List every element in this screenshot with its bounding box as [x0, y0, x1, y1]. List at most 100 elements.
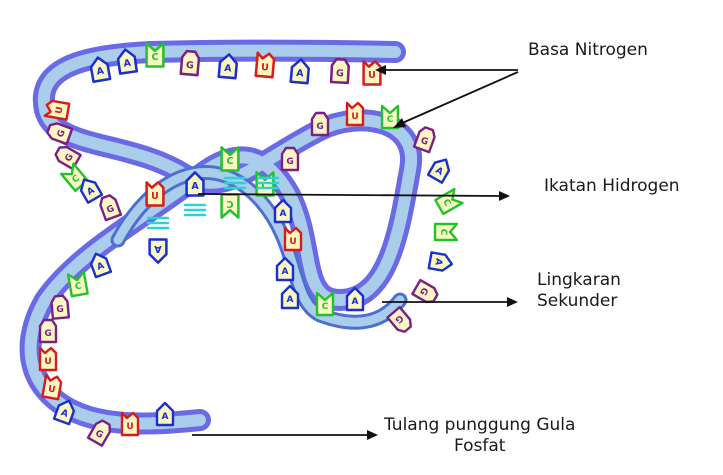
base-letter: A [96, 261, 106, 273]
base-letter: G [336, 68, 345, 79]
base-letter: U [47, 384, 56, 395]
arrow-basa-1-head [375, 65, 386, 75]
base-letter: G [56, 305, 64, 316]
base-g: G [310, 111, 330, 137]
base-a: A [148, 238, 168, 264]
base-c: C [434, 187, 464, 216]
base-c: C [315, 291, 335, 317]
base-u: U [38, 346, 58, 372]
hydrogen-bonds [146, 176, 280, 230]
base-a: A [345, 286, 365, 312]
base-c: C [433, 222, 459, 242]
base-u: U [345, 101, 365, 127]
base-a: A [79, 178, 104, 204]
base-a: A [427, 251, 454, 272]
label-arrows [192, 65, 519, 440]
base-a: A [426, 158, 451, 184]
base-letter: U [261, 62, 270, 74]
base-letter: C [438, 229, 448, 236]
base-letter: A [96, 66, 106, 78]
base-g: G [38, 318, 58, 344]
base-letter: G [286, 157, 293, 167]
arrow-ikatan-head [499, 191, 510, 201]
base-letter: A [191, 181, 199, 192]
base-c: C [66, 270, 89, 298]
base-g: G [46, 122, 74, 146]
base-c: C [380, 104, 400, 130]
base-letter: C [322, 302, 329, 312]
base-letter: A [433, 166, 444, 178]
base-letter: A [432, 257, 443, 266]
label-tulang-punggung: Tulang punggung Gula Fosfat [384, 415, 575, 457]
base-letter: A [154, 243, 162, 254]
label-ikatan-hidrogen: Ikatan Hidrogen [544, 176, 680, 196]
arrow-ikatan [197, 193, 501, 197]
base-u: U [120, 411, 140, 437]
base-g: G [179, 49, 201, 77]
base-letter: A [282, 267, 289, 277]
base-letter: A [59, 408, 69, 420]
base-letter: G [316, 122, 323, 132]
base-letter: U [54, 106, 65, 115]
base-g: G [386, 305, 412, 333]
base-a: A [52, 399, 76, 426]
base-letter: U [44, 357, 51, 367]
base-letter: G [106, 204, 116, 216]
base-a: A [280, 284, 300, 310]
base-c: C [145, 42, 165, 68]
base-letter: C [74, 281, 83, 292]
base-letter: C [152, 52, 159, 63]
base-letter: C [227, 156, 234, 167]
base-g: G [99, 194, 123, 222]
base-letter: U [126, 422, 133, 432]
base-letter: U [289, 237, 296, 247]
base-letter: A [280, 209, 287, 219]
base-letter: U [368, 70, 376, 81]
base-letter: C [71, 173, 83, 185]
base-letter: C [387, 115, 394, 125]
base-letter: A [352, 297, 359, 307]
base-letter: G [417, 285, 429, 296]
base-letter: A [224, 63, 233, 75]
base-letter: G [186, 60, 195, 72]
label-lingkaran-line2: Sekunder [537, 291, 618, 311]
base-letter: U [351, 112, 358, 122]
base-g: G [280, 146, 300, 172]
base-a: A [89, 252, 113, 279]
base-u: U [43, 99, 71, 121]
base-g: G [86, 419, 112, 447]
arrow-basa-2 [399, 71, 519, 125]
base-letter: C [226, 198, 233, 209]
base-letter: G [44, 329, 51, 339]
label-lingkaran-sekunder: Lingkaran Sekunder [537, 270, 621, 312]
base-a: A [185, 171, 205, 197]
base-letter: G [56, 129, 68, 139]
base-a: A [273, 198, 293, 224]
base-c: C [220, 146, 240, 172]
base-g: G [329, 57, 350, 85]
backbone-inner [24, 44, 418, 430]
base-a: A [89, 56, 112, 84]
base-letter: C [440, 198, 452, 209]
base-letter: G [93, 429, 104, 441]
label-basa-nitrogen: Basa Nitrogen [528, 40, 648, 60]
base-letter: U [151, 191, 159, 202]
base-letter: C [262, 181, 269, 192]
base-a: A [116, 48, 139, 75]
base-letter: G [64, 152, 76, 163]
base-letter: A [162, 412, 169, 422]
arrow-tulang-head [367, 430, 378, 440]
base-letter: A [85, 186, 96, 198]
base-a: A [217, 53, 238, 80]
arrow-basa-2-head [393, 118, 406, 128]
base-letter: A [296, 68, 305, 80]
base-c: C [220, 193, 240, 219]
label-tulang-line2: Fosfat [453, 436, 506, 456]
base-letter: A [123, 58, 132, 70]
base-a: A [155, 401, 175, 427]
base-letter: G [419, 136, 429, 148]
base-u: U [145, 181, 165, 207]
label-tulang-line1: Tulang punggung Gula [384, 415, 576, 435]
base-u: U [362, 60, 382, 86]
